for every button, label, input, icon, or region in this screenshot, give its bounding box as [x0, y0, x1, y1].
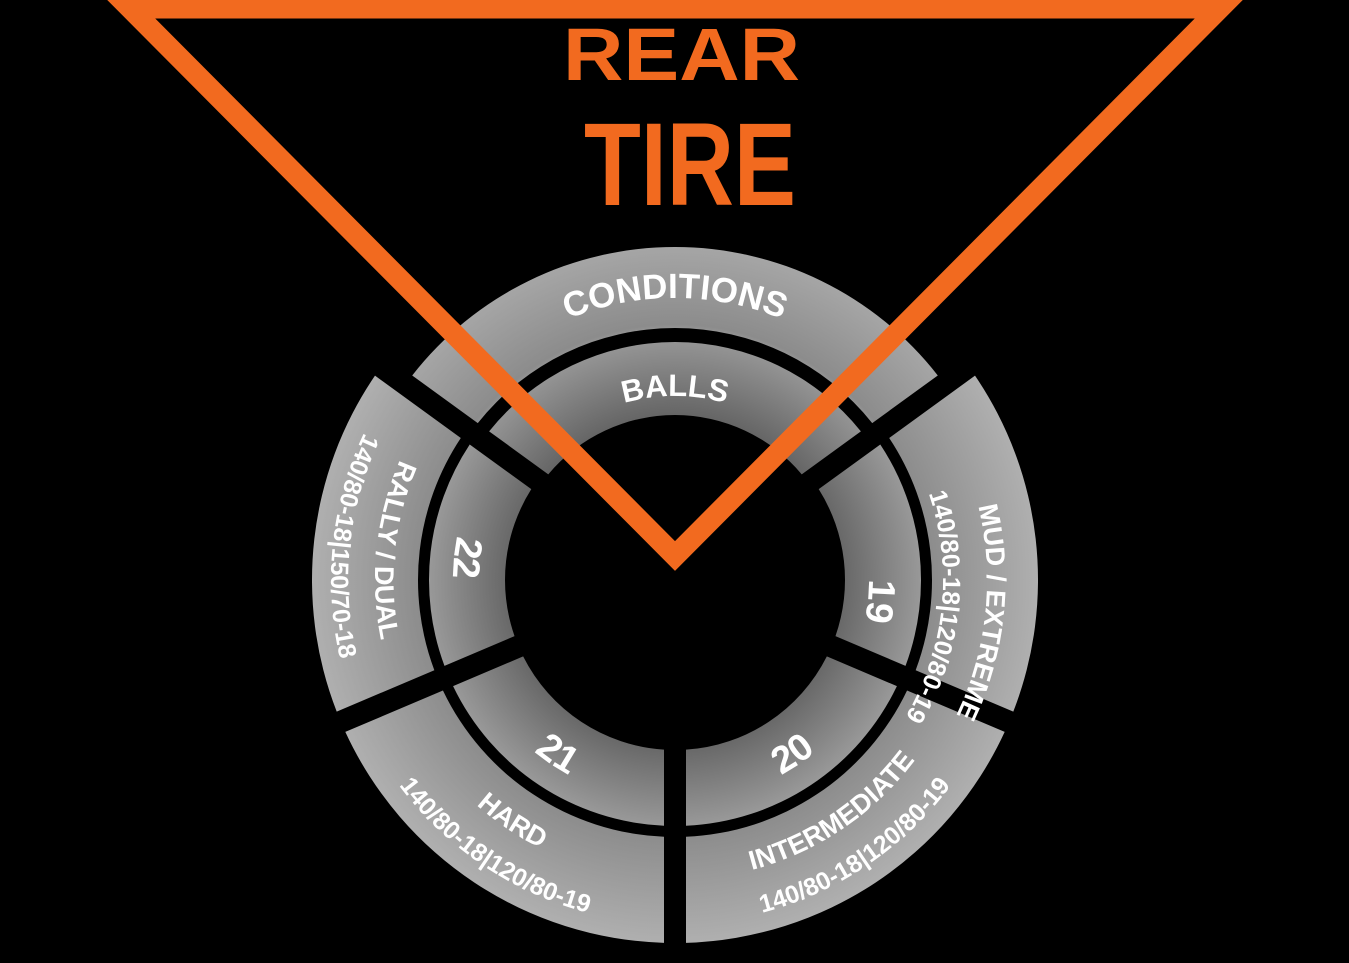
balls-header-segment [489, 342, 861, 475]
balls-segment-19 [818, 444, 921, 666]
conditions-header-segment [412, 246, 938, 424]
title-rear: REAR [563, 13, 800, 96]
balls-label: BALLS [618, 368, 733, 410]
segment-mud-extreme [889, 375, 1039, 712]
segment-intermediate [686, 690, 1005, 943]
balls-segment-21 [453, 656, 664, 826]
rally-balls-label: 22 [444, 534, 490, 579]
balls-segment-22 [428, 444, 532, 666]
segment-rally-dual [312, 375, 461, 712]
title-tire: TIRE [584, 99, 796, 231]
orange-triangle-frame [107, 0, 1243, 571]
balls-segment-20 [686, 656, 897, 826]
segment-hard [345, 690, 664, 943]
